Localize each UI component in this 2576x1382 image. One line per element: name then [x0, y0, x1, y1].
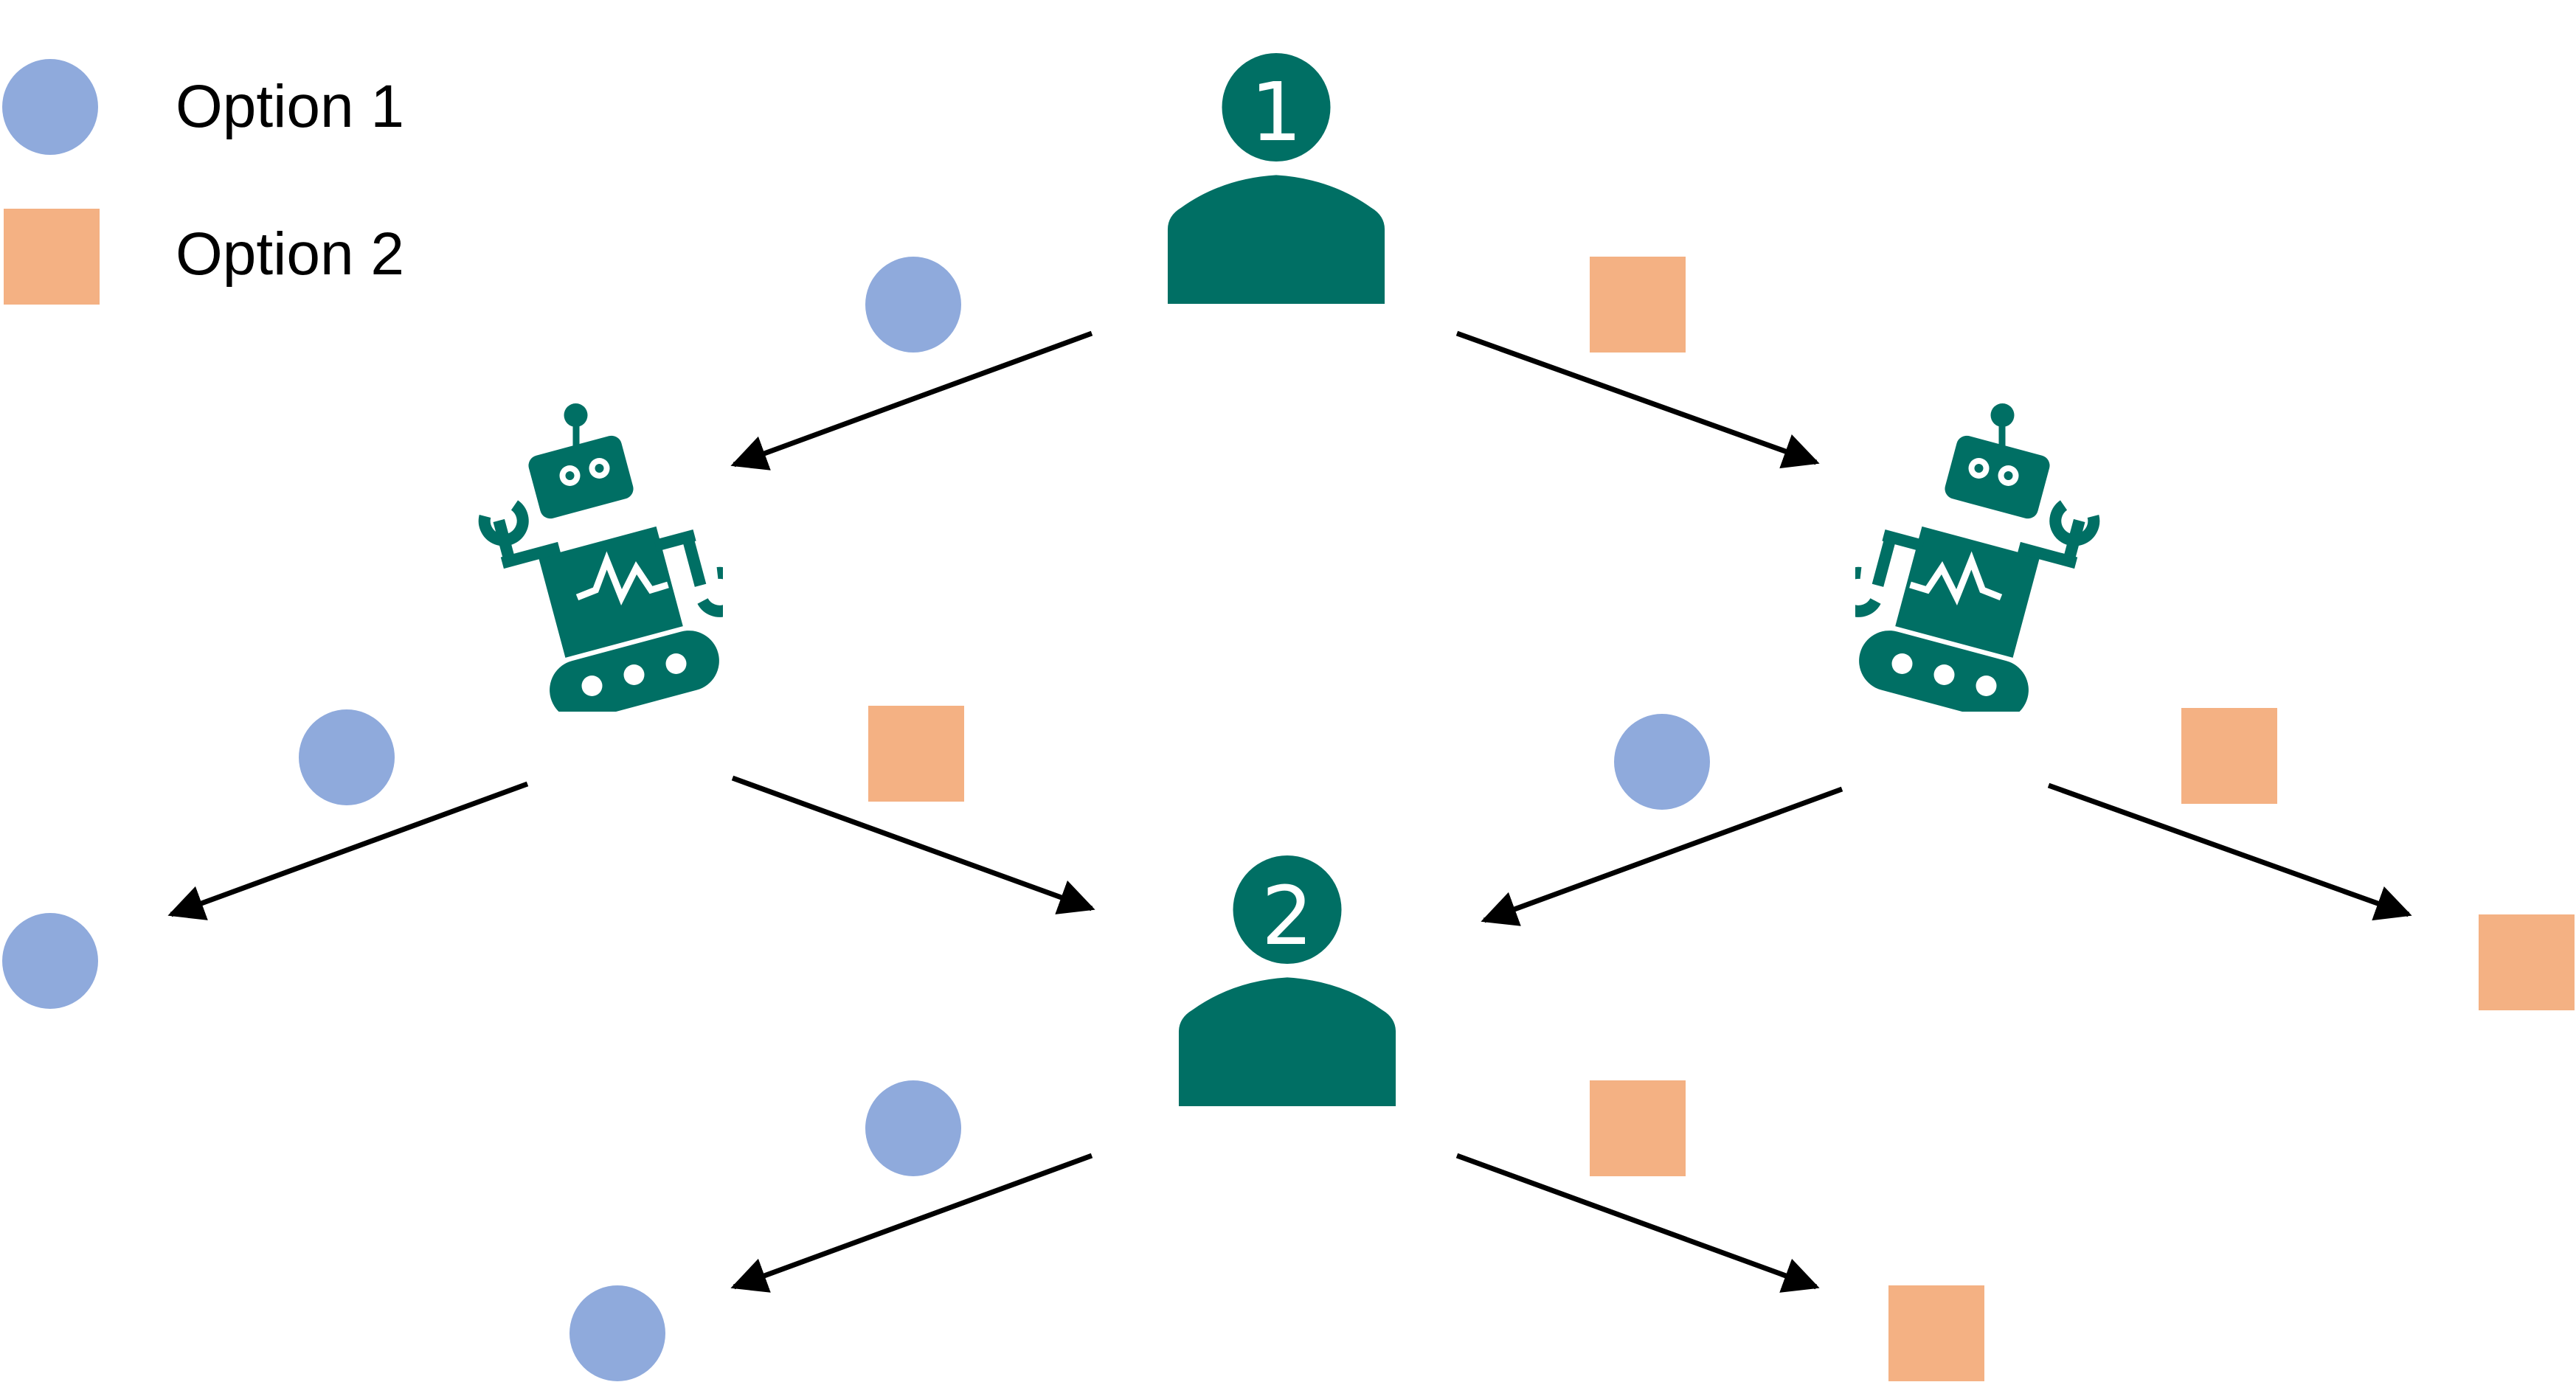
- player1-number: 1: [1250, 65, 1302, 159]
- arrow-p2-to-outcome-left: [730, 1153, 1093, 1293]
- option1-marker: [1614, 714, 1710, 810]
- legend-option2-square: [4, 209, 100, 305]
- outcome-option2: [1888, 1285, 1984, 1381]
- option2-marker: [1590, 257, 1686, 353]
- outcome-option1: [569, 1285, 665, 1381]
- player2-number: 2: [1261, 869, 1313, 963]
- arrow-robot-left-to-p2: [731, 775, 1095, 914]
- arrows: [167, 330, 2412, 1293]
- outcome-option2: [2479, 914, 2575, 1010]
- outcome-option1: [2, 913, 98, 1009]
- arrow-robot-right-to-p2: [1481, 786, 1843, 926]
- option2-marker: [1590, 1080, 1686, 1176]
- option1-marker: [865, 257, 961, 353]
- option2-marker: [868, 706, 964, 802]
- player1: 1: [1167, 53, 1385, 304]
- option1-marker: [865, 1080, 961, 1176]
- option1-marker: [299, 709, 395, 805]
- outcomes: [2, 913, 2575, 1381]
- robot-icon-right: [1840, 403, 2094, 727]
- legend-option1-circle: [2, 59, 98, 155]
- robot-icon-left: [485, 403, 739, 727]
- legend-option1-label: Option 1: [176, 73, 404, 140]
- legend-option2-label: Option 2: [176, 221, 404, 288]
- arrow-p2-to-outcome-right: [1455, 1153, 1820, 1293]
- option2-marker: [2181, 708, 2277, 804]
- edge-markers: [299, 257, 2277, 1176]
- arrow-p1-to-robot-right: [1455, 330, 1820, 469]
- arrow-robot-left-to-outcome: [167, 781, 529, 920]
- legend: Option 1 Option 2: [2, 59, 404, 305]
- arrow-robot-right-to-outcome: [2047, 782, 2412, 921]
- player2: 2: [1178, 855, 1396, 1106]
- arrow-p1-to-robot-left: [730, 330, 1093, 470]
